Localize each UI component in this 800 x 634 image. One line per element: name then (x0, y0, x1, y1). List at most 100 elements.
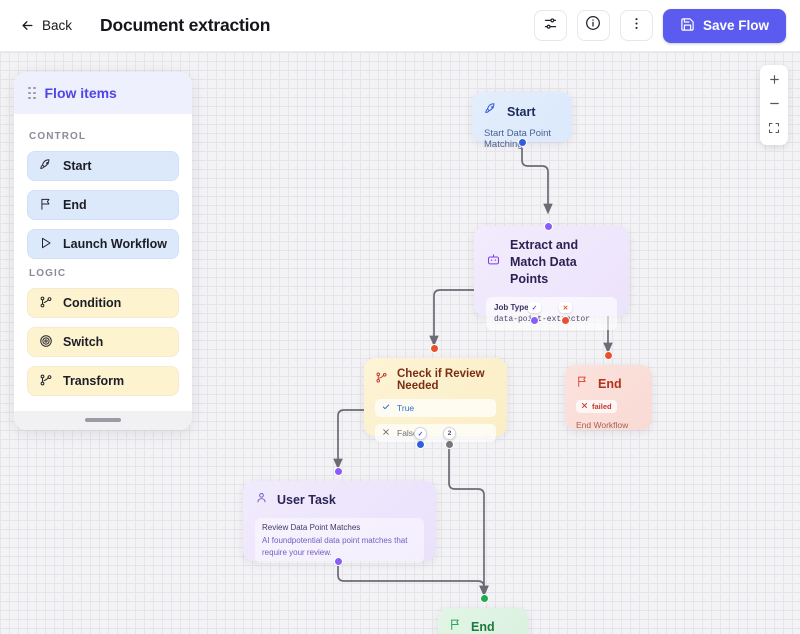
node-end-failed-note: End Workflow (576, 420, 629, 430)
condition-row-false-label: False (397, 428, 418, 438)
flow-item-condition[interactable]: Condition (27, 288, 179, 318)
back-button[interactable]: Back (14, 13, 78, 38)
node-user-task-header: User Task (255, 491, 424, 509)
fit-screen-icon (768, 122, 780, 137)
user-task-details: Review Data Point Matches AI foundpotent… (255, 518, 424, 564)
rocket-icon (484, 102, 498, 121)
flag-icon (576, 375, 589, 393)
fit-view-button[interactable] (760, 117, 788, 141)
info-button[interactable] (576, 10, 610, 41)
job-type-label: Job Type: (494, 302, 532, 312)
flow-item-switch-label: Switch (63, 335, 104, 349)
edge-start-to-extract (521, 148, 553, 215)
edge-user-task-to-end-success (337, 561, 489, 597)
node-extract-and-match[interactable]: Extract and Match Data Points Job Type: … (474, 226, 629, 330)
handle-start-output[interactable] (518, 138, 527, 147)
arrow-left-icon (20, 18, 35, 33)
condition-row-false[interactable]: False (375, 424, 496, 442)
node-condition-header: Check if Review Needed (375, 368, 496, 392)
handle-extract-success-output[interactable] (530, 316, 539, 325)
flag-icon (39, 197, 53, 214)
job-type-value: data-point-extractor (494, 314, 591, 324)
handle-extract-input[interactable] (544, 222, 553, 231)
kebab-menu-icon (629, 16, 644, 36)
page-title: Document extraction (100, 15, 271, 35)
flow-items-panel-body: CONTROL Start End La (14, 114, 192, 411)
floppy-disk-icon (680, 17, 695, 35)
git-branch-icon (375, 371, 388, 389)
panel-resize-handle[interactable] (14, 411, 192, 430)
node-start-header: Start (484, 102, 560, 121)
node-end-success-title: End (471, 620, 495, 634)
flow-canvas[interactable]: Start Start Data Point Matching Extract … (0, 52, 800, 634)
play-triangle-icon (39, 236, 53, 253)
user-task-description: AI foundpotential data point matches tha… (262, 536, 408, 557)
flow-item-end-label: End (63, 198, 87, 212)
handle-condition-input[interactable] (430, 344, 439, 353)
node-check-if-review-needed[interactable]: Check if Review Needed True False (364, 358, 507, 442)
node-start[interactable]: Start Start Data Point Matching (472, 92, 572, 150)
app-header: Back Document extraction (0, 0, 800, 52)
badge-condition-false: 2 (443, 427, 456, 440)
zoom-out-button[interactable] (760, 93, 788, 117)
handle-condition-false-output[interactable] (445, 440, 454, 449)
node-start-subtitle: Start Data Point Matching (484, 128, 552, 150)
flow-item-start[interactable]: Start (27, 151, 179, 181)
plus-icon (768, 73, 781, 89)
node-user-task[interactable]: User Task Review Data Point Matches AI f… (243, 481, 436, 564)
back-button-label: Back (42, 18, 73, 33)
node-condition-title: Check if Review Needed (397, 368, 485, 392)
edge-condition-to-end-success (448, 390, 489, 597)
robot-icon (486, 252, 501, 272)
x-icon (581, 402, 588, 411)
condition-row-true-label: True (397, 403, 415, 413)
condition-row-true[interactable]: True (375, 399, 496, 417)
user-icon (255, 491, 268, 509)
node-end-failed[interactable]: End failed End Workflow (565, 365, 652, 430)
node-start-title: Start (507, 104, 536, 119)
node-end-success[interactable]: End success Complete (438, 608, 528, 634)
minus-icon (768, 97, 781, 113)
flow-item-end[interactable]: End (27, 190, 179, 220)
handle-end-failed-input[interactable] (604, 351, 613, 360)
header-actions: Save Flow (533, 8, 786, 43)
flow-items-panel-header[interactable]: Flow items (14, 72, 192, 114)
grip-dots-icon[interactable] (28, 86, 36, 100)
flow-item-transform-label: Transform (63, 374, 125, 388)
handle-user-task-input[interactable] (334, 467, 343, 476)
user-task-heading: Review Data Point Matches (262, 523, 361, 532)
save-flow-label: Save Flow (702, 18, 769, 33)
target-icon (39, 334, 53, 351)
settings-button[interactable] (533, 10, 567, 41)
git-branch-icon (39, 373, 53, 390)
flow-item-launch-workflow[interactable]: Launch Workflow (27, 229, 179, 259)
flow-item-switch[interactable]: Switch (27, 327, 179, 357)
handle-condition-true-output[interactable] (416, 440, 425, 449)
status-badge-failed: failed (576, 400, 617, 413)
node-end-success-header: End (449, 618, 517, 634)
more-options-button[interactable] (619, 10, 653, 41)
x-square-icon (382, 428, 390, 438)
handle-user-task-output[interactable] (334, 557, 343, 566)
node-user-task-title: User Task (277, 493, 336, 507)
rocket-icon (39, 158, 53, 175)
node-end-failed-title: End (598, 377, 622, 391)
badge-extract-success: ✓ (528, 302, 541, 313)
flag-icon (449, 618, 462, 634)
sliders-icon (543, 16, 558, 36)
status-badge-failed-label: failed (592, 402, 612, 411)
handle-extract-failure-output[interactable] (561, 316, 570, 325)
flow-item-transform[interactable]: Transform (27, 366, 179, 396)
badge-extract-failure: ✕ (559, 302, 572, 313)
flow-item-start-label: Start (63, 159, 92, 173)
save-flow-button[interactable]: Save Flow (662, 8, 786, 43)
badge-condition-true: ✓ (414, 427, 427, 440)
flow-item-launch-workflow-label: Launch Workflow (63, 237, 167, 251)
handle-end-success-input[interactable] (480, 594, 489, 603)
zoom-in-button[interactable] (760, 69, 788, 93)
flow-items-panel-title: Flow items (44, 85, 117, 101)
check-icon (382, 403, 390, 413)
node-extract-header: Extract and Match Data Points (486, 237, 617, 288)
group-label-logic: LOGIC (29, 268, 67, 279)
git-branch-icon (39, 295, 53, 312)
